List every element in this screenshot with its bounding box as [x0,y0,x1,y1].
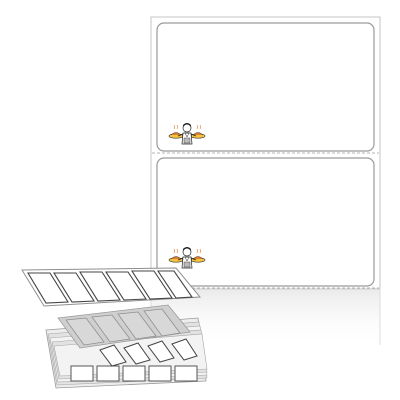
stack-face-labels [99,338,198,367]
fanfold-stack [21,267,208,389]
label-2 [156,157,375,287]
top-strip-labels [27,270,194,304]
folding-web-labels [65,308,181,346]
label-1 [156,22,375,152]
stack-front-edges [70,365,198,382]
